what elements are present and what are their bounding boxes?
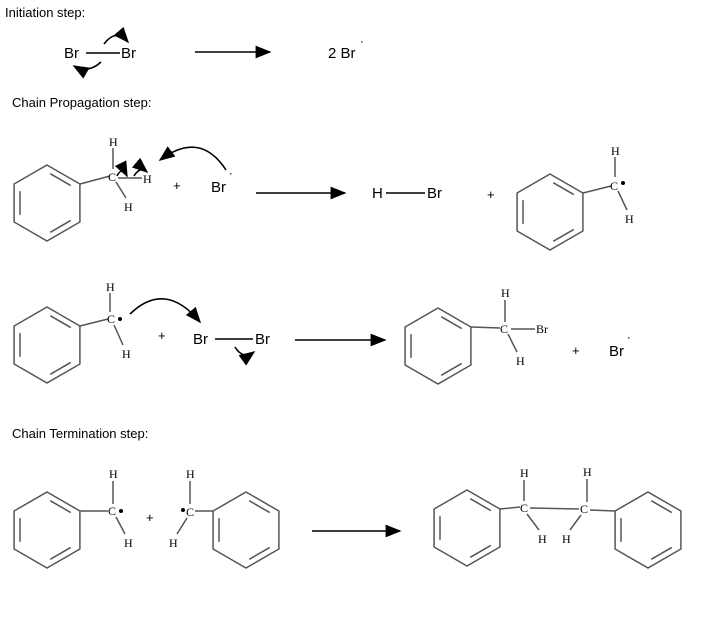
br-radical: Br — [211, 179, 226, 196]
plus-sign: + — [146, 510, 154, 525]
plus-sign: + — [572, 343, 580, 358]
double-bond-line — [469, 498, 492, 512]
h-atom: H — [372, 185, 383, 202]
double-bond-line — [49, 500, 72, 514]
c-atom: C — [520, 501, 528, 515]
h-atom: H — [625, 212, 634, 226]
radical-dot: ˙ — [360, 39, 365, 56]
double-bond-line — [440, 362, 463, 376]
h-atom: H — [583, 465, 592, 479]
double-bond-line — [650, 500, 673, 514]
double-bond-line — [248, 546, 271, 560]
double-bond-line — [248, 500, 271, 514]
double-bond-line — [650, 546, 673, 560]
product-2br: 2 Br — [328, 45, 356, 62]
br-atom: Br — [121, 45, 136, 62]
c-atom: C — [580, 502, 588, 516]
benzene-ring — [516, 173, 584, 251]
half-arrow — [234, 346, 256, 366]
plus-sign: + — [158, 328, 166, 343]
benzene-ring — [614, 491, 682, 569]
double-bond-line — [49, 173, 72, 187]
plus-sign: + — [487, 187, 495, 202]
double-bond-line — [49, 219, 72, 233]
br-atom: Br — [64, 45, 79, 62]
curved-arrow — [72, 61, 102, 79]
h-atom: H — [106, 280, 115, 294]
radical-dot: ˙ — [229, 171, 234, 188]
benzene-ring — [433, 489, 501, 567]
c-atom: C — [500, 322, 508, 336]
double-bond-line — [49, 361, 72, 375]
h-atom: H — [501, 286, 510, 300]
propagation-title: Chain Propagation step: — [12, 95, 151, 110]
termination-title: Chain Termination step: — [12, 426, 148, 441]
br-atom: Br — [427, 185, 442, 202]
initiation-title: Initiation step: — [5, 5, 85, 20]
h-atom: H — [611, 144, 620, 158]
propagation-reaction-2: C H H + Br Br C H Br H + Br ˙ — [79, 280, 632, 368]
h-atom: H — [516, 354, 525, 368]
half-arrow — [131, 157, 149, 177]
benzene-ring — [13, 491, 81, 569]
h-atom: H — [538, 532, 547, 546]
double-bond-line — [469, 544, 492, 558]
curved-arrow — [158, 146, 227, 171]
radical-dot: ˙ — [627, 335, 632, 352]
h-atom: H — [122, 347, 131, 361]
h-atom: H — [143, 172, 152, 186]
c-atom: C — [108, 170, 116, 184]
c-atom: C — [610, 179, 618, 193]
br-atom: Br — [193, 331, 208, 348]
h-atom: H — [109, 467, 118, 481]
c-atom: C — [186, 505, 194, 519]
benzene-ring — [404, 307, 472, 385]
benzene-ring — [212, 491, 280, 569]
radical-dot — [621, 181, 625, 185]
br-atom: Br — [255, 331, 270, 348]
plus-sign: + — [173, 178, 181, 193]
double-bond-line — [552, 182, 575, 196]
initiation-reaction: Br Br 2 Br ˙ — [64, 26, 365, 79]
curved-arrow — [103, 26, 130, 45]
radical-dot — [181, 508, 185, 512]
br-atom: Br — [536, 322, 548, 336]
half-arrow — [114, 160, 128, 178]
h-atom: H — [520, 466, 529, 480]
double-bond-line — [552, 228, 575, 242]
benzene-ring — [13, 164, 81, 242]
h-atom: H — [124, 536, 133, 550]
radical-dot — [118, 317, 122, 321]
radical-dot — [119, 509, 123, 513]
h-atom: H — [186, 467, 195, 481]
h-atom: H — [169, 536, 178, 550]
c-atom: C — [108, 504, 116, 518]
benzene-ring — [13, 306, 81, 384]
h-atom: H — [109, 135, 118, 149]
h-atom: H — [124, 200, 133, 214]
br-radical: Br — [609, 343, 624, 360]
c-atom: C — [107, 312, 115, 326]
double-bond-line — [49, 315, 72, 329]
h-atom: H — [562, 532, 571, 546]
termination-reaction: C H H + C H H C H H C H H — [80, 465, 616, 550]
propagation-reaction-1: C H H H + Br ˙ H Br + C H H — [79, 135, 634, 226]
curved-arrow — [129, 298, 202, 324]
double-bond-line — [49, 546, 72, 560]
double-bond-line — [440, 316, 463, 330]
